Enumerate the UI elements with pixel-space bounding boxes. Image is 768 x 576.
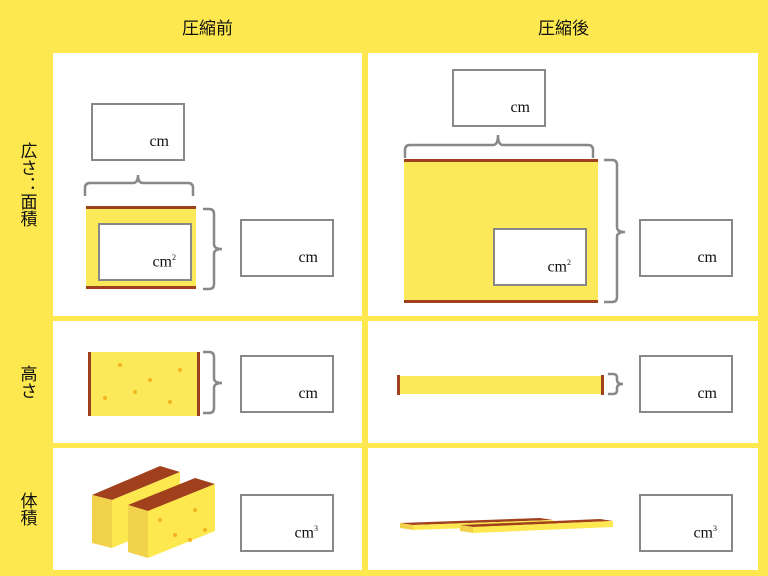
volume-input-before[interactable]: cm3 (240, 494, 334, 552)
area-input-before[interactable]: cm2 (98, 223, 192, 281)
cake-3d-after (400, 518, 613, 533)
cake-side-after (397, 375, 604, 395)
row-label-area: 広さ：面積 (16, 142, 37, 227)
volume-input-after[interactable]: cm3 (639, 494, 733, 552)
width-input-after[interactable]: cm (452, 69, 546, 127)
cake-side-before (88, 352, 200, 416)
cake-3d-before (92, 466, 215, 558)
height-input-before[interactable]: cm (240, 355, 334, 413)
height-input-after[interactable]: cm (639, 355, 733, 413)
area-input-after[interactable]: cm2 (493, 228, 587, 286)
header-after: 圧縮後 (538, 19, 589, 39)
length-input-before[interactable]: cm (240, 219, 334, 277)
row-label-volume: 体積 (16, 492, 37, 526)
brackets (83, 134, 626, 415)
length-input-after[interactable]: cm (639, 219, 733, 277)
width-input-before[interactable]: cm (91, 103, 185, 161)
header-before: 圧縮前 (182, 19, 233, 39)
row-label-height: 高さ (16, 365, 37, 399)
